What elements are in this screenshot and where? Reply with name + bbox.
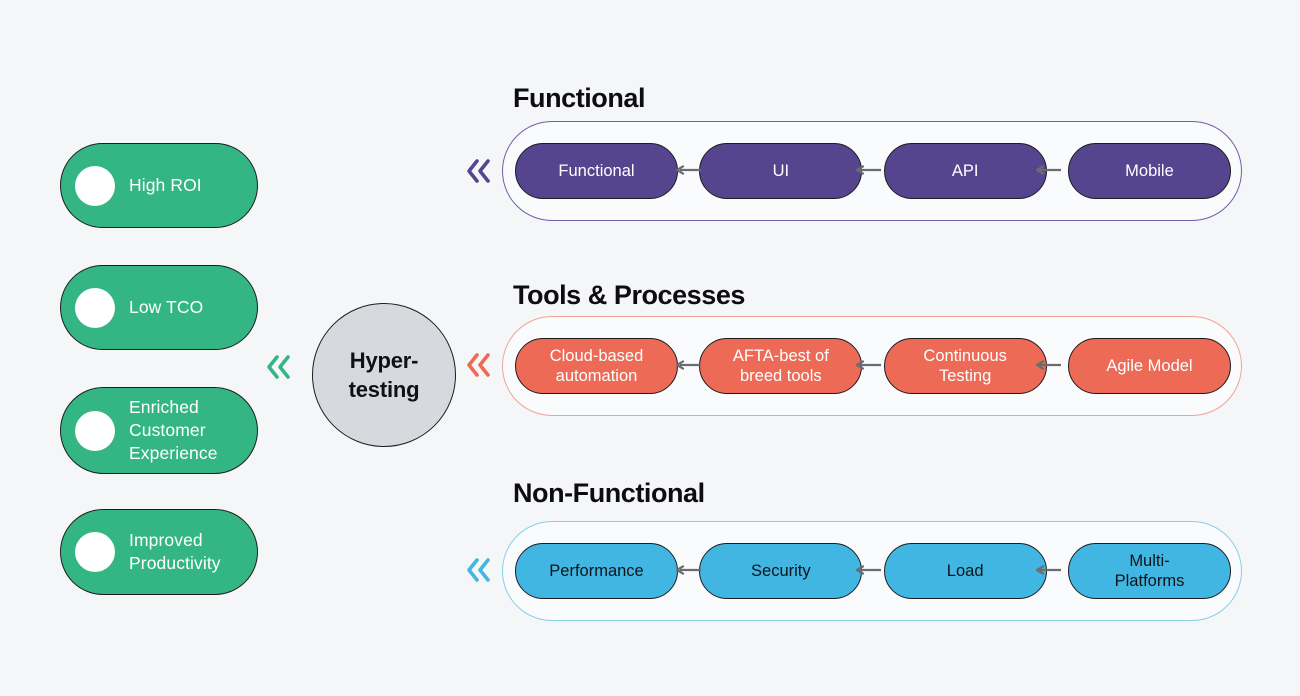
chevron-left-benefits-icon [261,350,295,384]
benefit-pill-improved-productivity[interactable]: Improved Productivity [60,509,258,595]
chip-load[interactable]: Load [883,543,1047,599]
bullet-dot-icon [75,165,115,206]
hub-label-line2: testing [348,377,420,402]
connector-arrow-load-to-security [855,563,882,582]
bullet-dot-icon [75,532,115,572]
connector-arrow-agile-to-continuous [1035,358,1062,377]
benefit-label: Low TCO [129,297,204,317]
connector-arrow-afta-to-cloud [675,358,702,377]
chip-performance[interactable]: Performance [515,543,678,599]
benefit-label: Enriched Customer Experience [129,397,218,463]
connector-arrow-multiplatforms-to-load [1035,563,1062,582]
bullet-dot-icon [75,410,115,451]
chip-list-functional: Functional UI API Mobile [515,142,1231,200]
benefit-pill-low-tco[interactable]: Low TCO [60,265,258,350]
chevron-left-functional-icon [461,154,495,188]
group-title-functional: Functional [513,83,645,113]
hub-label-line1: Hyper- [349,348,419,373]
chip-multi-platforms[interactable]: Multi- Platforms [1067,543,1231,599]
chip-cloud-based-automation[interactable]: Cloud-based automation [515,338,678,394]
bullet-dot-icon [75,287,115,328]
chip-list-tools-processes: Cloud-based automation AFTA-best of bree… [515,337,1231,395]
hub-circle-hyper-testing[interactable]: Hyper- testing [312,303,456,447]
benefit-label: Improved Productivity [129,530,221,573]
chevron-left-non-functional-icon [461,553,495,587]
group-title-non-functional: Non-Functional [513,478,705,508]
connector-arrow-security-to-performance [675,563,702,582]
benefit-label: High ROI [129,175,202,195]
chip-ui[interactable]: UI [699,143,863,199]
benefit-pill-high-roi[interactable]: High ROI [60,143,258,228]
chip-continuous-testing[interactable]: Continuous Testing [883,338,1047,394]
connector-arrow-api-to-ui [855,163,882,182]
chip-security[interactable]: Security [699,543,863,599]
chip-functional[interactable]: Functional [515,143,678,199]
chip-afta-best-of-breed-tools[interactable]: AFTA-best of breed tools [699,338,863,394]
chip-agile-model[interactable]: Agile Model [1067,338,1231,394]
chevron-left-tools-icon [461,348,495,382]
hub-label: Hyper- testing [349,346,420,404]
benefit-pill-enriched-customer-experience[interactable]: Enriched Customer Experience [60,387,258,474]
chip-mobile[interactable]: Mobile [1067,143,1231,199]
connector-arrow-ui-to-functional [675,163,702,182]
group-title-tools-processes: Tools & Processes [513,280,745,310]
chip-api[interactable]: API [883,143,1047,199]
connector-arrow-continuous-to-afta [855,358,882,377]
connector-arrow-mobile-to-api [1035,163,1062,182]
